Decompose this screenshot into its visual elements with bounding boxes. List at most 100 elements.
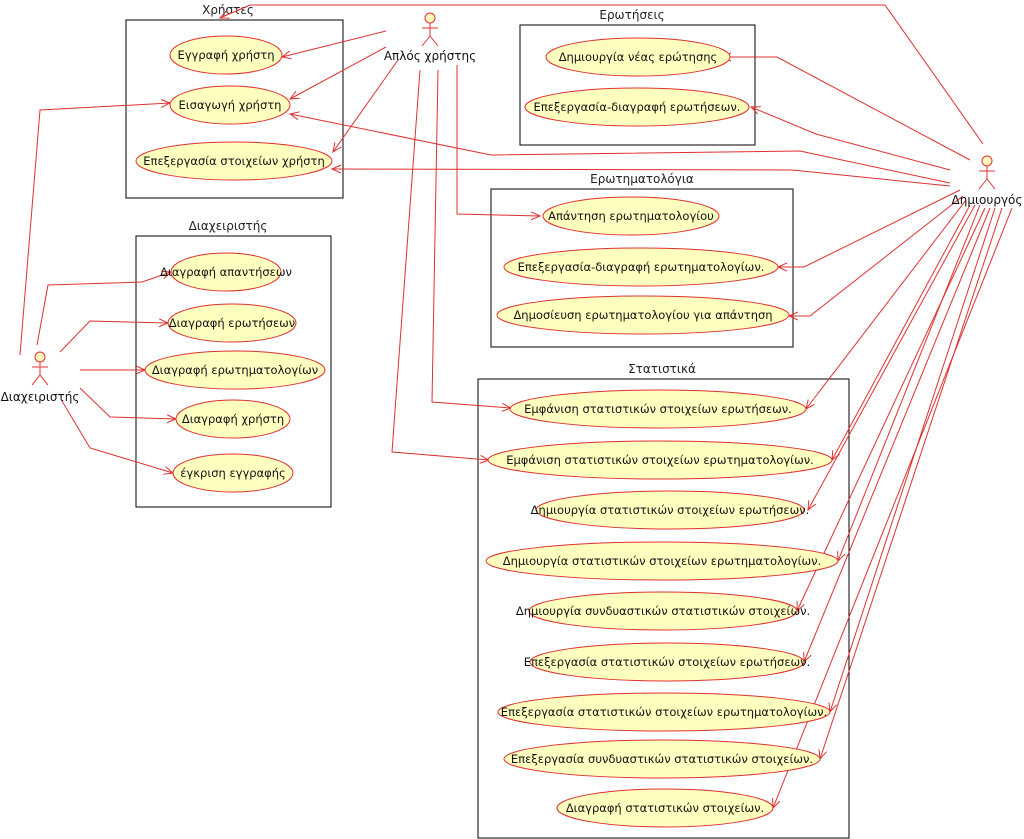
association-simple-to-show-stats-q [431, 69, 511, 408]
use-case-ellipse[interactable] [497, 692, 831, 732]
use-case-edit-stats-q[interactable]: Επεξεργασία στατιστικών στοιχείων ερωτήσ… [524, 642, 811, 682]
use-case-label: Εγγραφή χρήστη [177, 48, 274, 62]
use-case-approve-reg[interactable]: έγκριση εγγραφής [172, 453, 294, 493]
actor-admin[interactable]: Διαχειριστής [1, 351, 80, 404]
use-case-create-combined[interactable]: Δημιουργία συνδυαστικών στατιστικών στοι… [516, 591, 810, 631]
use-case-ellipse[interactable] [528, 591, 798, 631]
use-case-edit-stats-qn[interactable]: Επεξεργασία στατιστικών στοιχείων ερωτημ… [497, 692, 831, 732]
association-simple-to-answer-q [456, 65, 540, 216]
use-case-label: Διαγραφή ερωτηματολογίων [152, 363, 318, 377]
actor-creator[interactable]: Δημιουργός [952, 155, 1023, 207]
association-creator-to-create-combined [797, 207, 986, 611]
use-case-ellipse[interactable] [535, 490, 805, 530]
association-creator-to-show-stats-q [806, 199, 967, 409]
use-case-label: Δημιουργία συνδυαστικών στατιστικών στοι… [516, 604, 810, 618]
use-case-ellipse[interactable] [524, 87, 750, 127]
use-case-login[interactable]: Εισαγωγή χρήστη [169, 85, 291, 125]
use-case-ellipse[interactable] [169, 85, 291, 125]
use-case-answer-q[interactable]: Απάντηση ερωτηματολογίου [542, 196, 720, 236]
use-case-ellipse[interactable] [556, 788, 774, 828]
use-case-edit-q[interactable]: Επεξεργασία-διαγραφή ερωτηματολογίων. [503, 247, 779, 287]
use-case-del-questions[interactable]: Διαγραφή ερωτήσεων [167, 303, 297, 343]
association-creator-to-edit-stats-qn [830, 207, 996, 712]
association-simple-to-login [290, 46, 387, 99]
use-case-label: Επεξεργασία-διαγραφή ερωτηματολογίων. [518, 260, 765, 274]
use-case-publish-q[interactable]: Δημοσίευση ερωτηματολογίου για απάντηση [496, 295, 790, 335]
use-case-label: Διαγραφή χρήστη [182, 412, 284, 426]
use-case-edit-user[interactable]: Επεξεργασία στοιχείων χρήστη [135, 141, 333, 181]
association-creator-to-create-stats-q [808, 204, 976, 510]
association-admin-to-login [19, 103, 170, 356]
use-case-ellipse[interactable] [542, 196, 720, 236]
use-case-ellipse[interactable] [170, 252, 282, 292]
use-case-label: Διαγραφή ερωτήσεων [169, 316, 295, 330]
use-case-del-questionnaires[interactable]: Διαγραφή ερωτηματολογίων [144, 350, 326, 390]
association-creator-to-new-question [722, 57, 971, 161]
use-case-label: Εμφάνιση στατιστικών στοιχείων ερωτηματο… [506, 453, 814, 467]
use-case-edit-questions[interactable]: Επεξεργασία-διαγραφή ερωτήσεων. [524, 87, 750, 127]
use-case-ellipse[interactable] [175, 399, 291, 439]
use-case-show-stats-q[interactable]: Εμφάνιση στατιστικών στοιχείων ερωτήσεων… [509, 389, 807, 429]
actor-label: Δημιουργός [952, 193, 1023, 207]
use-case-ellipse[interactable] [485, 541, 839, 581]
use-case-create-stats-q[interactable]: Δημιουργία στατιστικών στοιχείων ερωτήσε… [531, 490, 810, 530]
use-case-ellipse[interactable] [545, 37, 731, 77]
association-creator-to-create-stats-qn [838, 204, 981, 561]
use-case-label: Διαγραφή απαντήσεων [160, 265, 292, 279]
use-case-ellipse[interactable] [496, 295, 790, 335]
actor-left-leg [31, 374, 41, 386]
use-case-label: Επεξεργασία συνδυαστικών στατιστικών στο… [511, 752, 813, 766]
use-case-ellipse[interactable] [144, 350, 326, 390]
association-creator-to-register [220, 4, 984, 145]
use-case-label: Επεξεργασία-διαγραφή ερωτήσεων. [534, 100, 741, 114]
use-case-ellipse[interactable] [487, 440, 833, 480]
actor-simple[interactable]: Απλός χρήστης [384, 12, 476, 63]
use-case-label: Απάντηση ερωτηματολογίου [548, 209, 714, 223]
association-creator-to-edit-q [778, 189, 961, 267]
actor-stick-figure-icon [421, 12, 439, 47]
use-case-label: Επεξεργασία στατιστικών στοιχείων ερωτημ… [501, 705, 827, 719]
association-creator-to-publish-q [789, 195, 964, 316]
use-case-ellipse[interactable] [529, 642, 805, 682]
use-case-del-answers[interactable]: Διαγραφή απαντήσεων [160, 252, 292, 292]
use-case-ellipse[interactable] [503, 247, 779, 287]
use-case-create-stats-qn[interactable]: Δημιουργία στατιστικών στοιχείων ερωτημα… [485, 541, 839, 581]
use-case-label: Επεξεργασία στατιστικών στοιχείων ερωτήσ… [524, 655, 811, 669]
use-case-label: Διαγραφή στατιστικών στοιχείων. [566, 801, 764, 815]
association-admin-to-del-user [79, 387, 176, 419]
use-case-label: Εισαγωγή χρήστη [179, 98, 282, 112]
use-case-del-stats[interactable]: Διαγραφή στατιστικών στοιχείων. [556, 788, 774, 828]
use-case-ellipse[interactable] [167, 303, 297, 343]
use-case-label: έγκριση εγγραφής [180, 466, 286, 480]
use-case-show-stats-qn[interactable]: Εμφάνιση στατιστικών στοιχείων ερωτηματο… [487, 440, 833, 480]
package-title: Χρήστες [202, 3, 254, 17]
actor-stick-figure-icon [978, 155, 996, 190]
use-case-new-question[interactable]: Δημιουργία νέας ερώτησης [545, 37, 731, 77]
package-title: Ερωτηματολόγια [590, 172, 694, 186]
use-case-label: Δημιουργία στατιστικών στοιχείων ερωτημα… [503, 554, 822, 568]
use-case-label: Επεξεργασία στοιχείων χρήστη [143, 154, 324, 168]
actor-label: Απλός χρήστης [384, 49, 476, 63]
actor-stick-figure-icon [31, 351, 49, 386]
use-case-label: Εμφάνιση στατιστικών στοιχείων ερωτήσεων… [524, 402, 792, 416]
actor-right-leg [986, 178, 996, 190]
association-simple-to-show-stats-qn [391, 69, 489, 460]
actor-right-leg [39, 374, 49, 386]
use-case-ellipse[interactable] [503, 739, 821, 779]
use-case-register[interactable]: Εγγραφή χρήστη [169, 35, 283, 75]
association-creator-to-show-stats-qn [832, 204, 971, 460]
use-case-ellipse[interactable] [172, 453, 294, 493]
actor-head [34, 351, 46, 363]
use-case-del-user[interactable]: Διαγραφή χρήστη [175, 399, 291, 439]
package-title: Ερωτήσεις [599, 8, 664, 22]
association-creator-to-login [290, 114, 951, 184]
use-case-label: Δημοσίευση ερωτηματολογίου για απάντηση [513, 308, 772, 322]
use-case-ellipse[interactable] [135, 141, 333, 181]
use-case-ellipse[interactable] [509, 389, 807, 429]
use-case-edit-combined[interactable]: Επεξεργασία συνδυαστικών στατιστικών στο… [503, 739, 821, 779]
association-admin-to-del-questions [59, 321, 168, 353]
association-creator-to-edit-questions [751, 107, 951, 171]
package-title: Στατιστικά [628, 362, 696, 376]
actor-right-leg [429, 35, 439, 47]
use-case-ellipse[interactable] [169, 35, 283, 75]
